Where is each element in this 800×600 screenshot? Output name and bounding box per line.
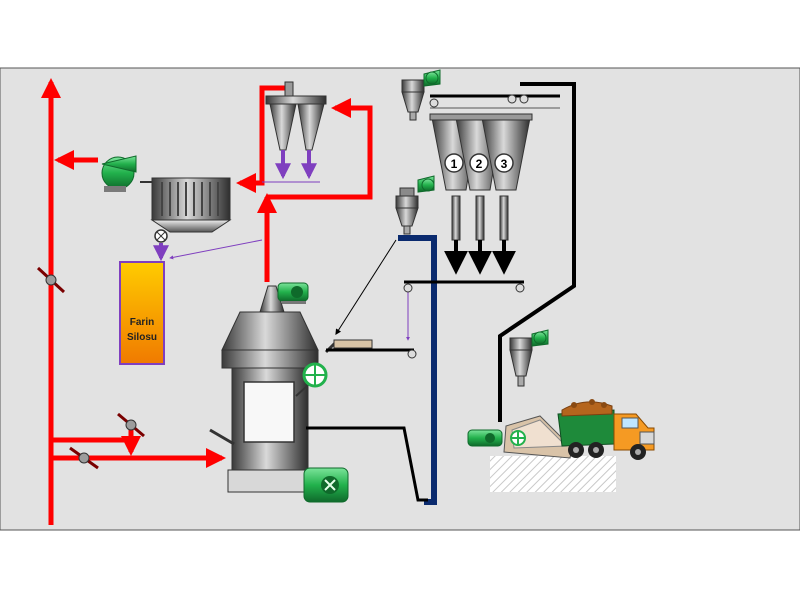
silo-label-line2: Silosu (127, 332, 157, 343)
raw-meal-silo[interactable]: Farin Silosu (119, 261, 165, 365)
dust-collector-lower[interactable] (509, 329, 549, 387)
hopper-label-2: 2 (476, 157, 483, 171)
hopper-dosing-columns (451, 195, 509, 241)
hot-gas-piping (41, 78, 373, 525)
twin-cyclones (265, 81, 327, 151)
silo-label-line1: Farin (130, 317, 154, 328)
bucket-elevator[interactable] (398, 235, 437, 505)
hopper-label-1: 1 (451, 157, 458, 171)
dump-truck-icon (557, 399, 655, 460)
collector-belt[interactable] (403, 280, 525, 293)
hopper-number-badges: 1 2 3 (444, 153, 514, 173)
dust-collector-middle[interactable] (395, 175, 435, 235)
rotary-valve-filter[interactable] (154, 229, 168, 243)
top-belt-conveyor[interactable] (429, 94, 560, 109)
hopper-discharge-arrows (444, 240, 516, 275)
damper-valve-hot-gas[interactable] (117, 412, 145, 438)
raw-material-hoppers (429, 113, 533, 191)
ground-hatch (490, 456, 616, 492)
mill-feed-rotary-valve[interactable] (302, 362, 328, 388)
bag-filter (140, 177, 232, 233)
hopper-label-3: 3 (501, 157, 508, 171)
mill-main-motor[interactable] (303, 467, 349, 503)
gas-pipe-cyclone-exhaust (236, 85, 290, 193)
unloading-hopper[interactable] (503, 415, 573, 459)
mill-separator-motor[interactable] (277, 282, 309, 304)
damper-valve-upper[interactable] (36, 266, 66, 294)
inclined-belt-conveyor[interactable] (498, 82, 576, 422)
dosing-belt[interactable] (326, 339, 417, 359)
product-flow-separator-to-silo (169, 239, 263, 260)
gas-pipe-to-cyclones (267, 98, 373, 200)
damper-valve-lower[interactable] (69, 446, 99, 470)
dust-collector-top[interactable] (401, 69, 441, 121)
mill-reject-conveyor[interactable] (306, 426, 428, 502)
hopper-feed-motor[interactable] (467, 429, 526, 447)
vertical-roller-mill[interactable] (209, 285, 319, 493)
feed-flow-indicator (335, 239, 397, 336)
exhaust-fan[interactable] (101, 155, 137, 192)
